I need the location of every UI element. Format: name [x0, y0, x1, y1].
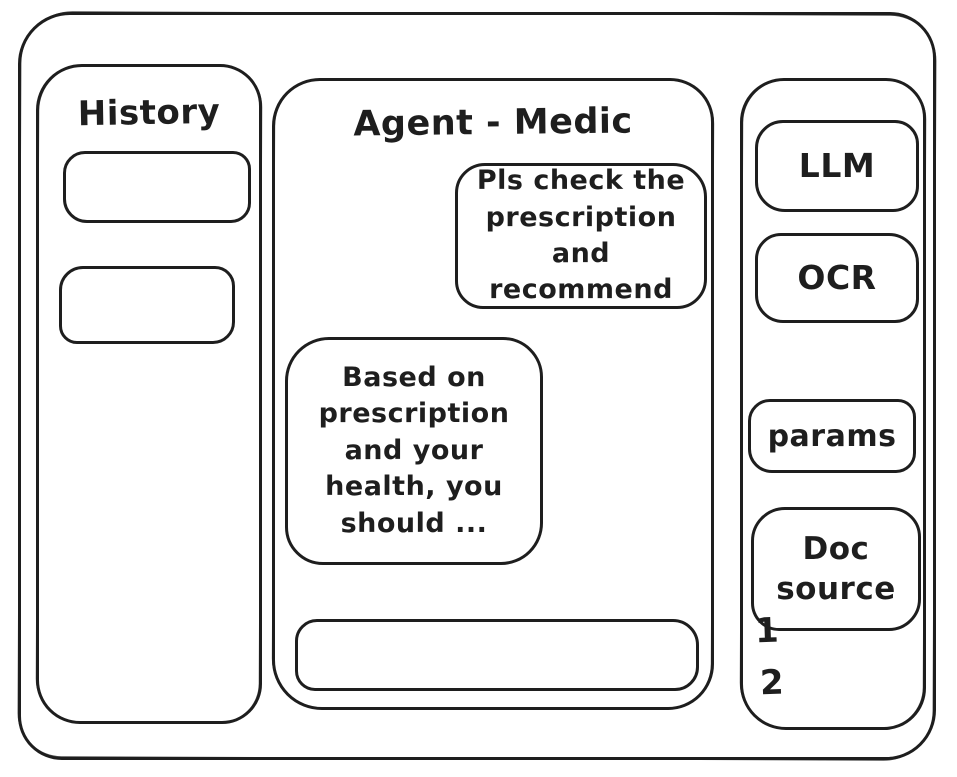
doc-source-button[interactable]: Doc source	[751, 507, 921, 631]
params-button[interactable]: params	[748, 399, 916, 473]
llm-button[interactable]: LLM	[755, 120, 919, 212]
history-sidebar: History	[36, 64, 262, 724]
tools-sidebar: LLM OCR params Doc source 1 2	[740, 78, 926, 730]
history-item[interactable]	[59, 266, 235, 344]
chat-panel: Agent - Medic Pls check the prescription…	[272, 78, 714, 710]
annotation-number-2: 2	[759, 662, 785, 704]
annotation-number-1: 1	[754, 610, 780, 652]
chat-input[interactable]	[295, 619, 699, 691]
history-title: History	[77, 91, 221, 135]
user-message-bubble: Pls check the prescription and recommend	[455, 163, 707, 309]
ocr-button[interactable]: OCR	[755, 233, 919, 323]
history-item[interactable]	[63, 151, 251, 223]
chat-panel-title: Agent - Medic	[353, 101, 633, 145]
assistant-message-bubble: Based on prescription and your health, y…	[285, 337, 543, 565]
